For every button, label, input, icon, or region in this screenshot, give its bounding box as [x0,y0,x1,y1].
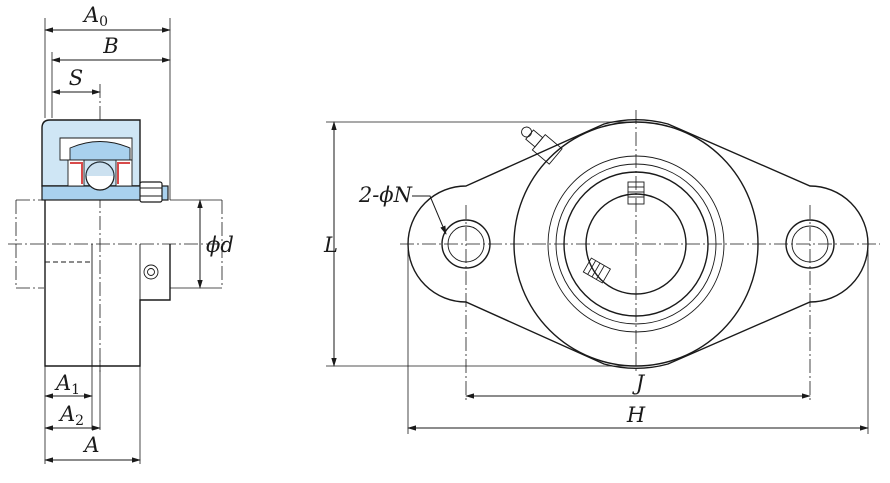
label-j: J [632,371,646,395]
label-a1: A1 [54,371,80,398]
bearing-section [41,119,169,203]
label-l: L [323,233,338,257]
grease-nipple-icon [521,126,563,165]
label-a0: A0 [82,3,108,30]
label-a2: A2 [58,402,84,429]
front-view: L 2-ϕN J H [323,110,880,434]
bore [585,193,687,295]
set-screw-icon [143,264,159,280]
set-screw-icon [582,257,612,284]
bolt-hole-right [785,219,835,269]
label-s: S [69,66,83,90]
insert-race [555,163,717,325]
label-b: B [102,34,118,58]
insert-outer-ring [547,155,725,333]
label-h: H [626,403,646,427]
label-d: ϕd [206,233,234,257]
label-a: A [82,433,99,457]
side-view: A0 B S ϕd A1 A2 A [8,3,234,464]
flange-outline [407,119,869,369]
leader-n [412,195,447,235]
label-n: 2-ϕN [358,183,413,207]
housing-boss [513,121,759,367]
housing-flange-outline [44,200,171,367]
set-screw-icon [627,181,645,205]
bolt-hole-left [441,219,491,269]
inner-ring-outer [563,171,709,317]
